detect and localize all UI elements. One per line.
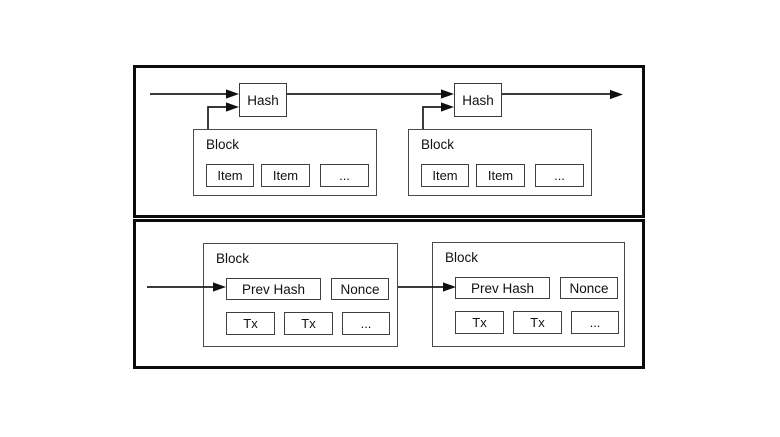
hash-node-2-label: Hash (462, 92, 494, 108)
pow-block-2-nonce: Nonce (560, 277, 618, 299)
pow-chain-panel: Block Prev Hash Nonce Tx Tx ... Block Pr… (133, 219, 645, 369)
pow-block-1-title: Block (216, 251, 250, 266)
timestamp-block-2-item-1: Item (421, 164, 469, 187)
pow-block-2-tx-2: Tx (513, 311, 562, 334)
timestamp-block-2-item-ellipsis: ... (535, 164, 584, 187)
pow-block-2-tx-ellipsis: ... (571, 311, 619, 334)
timestamp-chain-panel: Hash Hash Block Item Item ... Block Item… (133, 65, 645, 218)
timestamp-block-1-title: Block (206, 137, 240, 152)
timestamp-block-1-item-2: Item (261, 164, 310, 187)
pow-block-2-tx-1: Tx (455, 311, 504, 334)
pow-block-1-nonce: Nonce (331, 278, 389, 300)
timestamp-block-1-item-1: Item (206, 164, 254, 187)
timestamp-block-2: Block Item Item ... (408, 129, 592, 196)
pow-block-1-prev-hash: Prev Hash (226, 278, 321, 300)
timestamp-block-2-title: Block (421, 137, 455, 152)
pow-block-1-tx-1: Tx (226, 312, 275, 335)
hash-node-2: Hash (454, 83, 502, 117)
pow-block-1-tx-ellipsis: ... (342, 312, 390, 335)
pow-block-1: Block Prev Hash Nonce Tx Tx ... (203, 243, 398, 347)
timestamp-block-2-item-2: Item (476, 164, 525, 187)
pow-block-2: Block Prev Hash Nonce Tx Tx ... (432, 242, 625, 347)
pow-block-2-prev-hash: Prev Hash (455, 277, 550, 299)
pow-block-1-tx-2: Tx (284, 312, 333, 335)
timestamp-block-1-item-ellipsis: ... (320, 164, 369, 187)
hash-node-1: Hash (239, 83, 287, 117)
timestamp-block-1: Block Item Item ... (193, 129, 377, 196)
pow-block-2-title: Block (445, 250, 479, 265)
hash-node-1-label: Hash (247, 92, 279, 108)
